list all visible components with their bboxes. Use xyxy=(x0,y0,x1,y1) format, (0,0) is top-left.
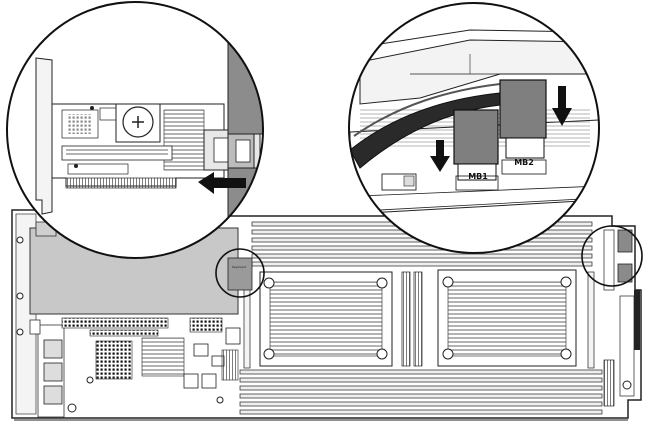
right-magnified-callout: MB2 MB1 xyxy=(349,3,600,253)
pch-heatsink xyxy=(142,338,184,376)
connector-mb1: MB1 xyxy=(454,110,498,190)
board-callout-text: Keyboard xyxy=(232,265,246,269)
connector-mb2: MB2 xyxy=(500,80,546,174)
mb1-label: MB1 xyxy=(468,172,488,181)
cpu-heatsink-1 xyxy=(260,272,392,366)
cpu-heatsink-2 xyxy=(438,270,576,366)
mb2-label: MB2 xyxy=(514,158,534,167)
chipset-grid xyxy=(96,341,132,379)
